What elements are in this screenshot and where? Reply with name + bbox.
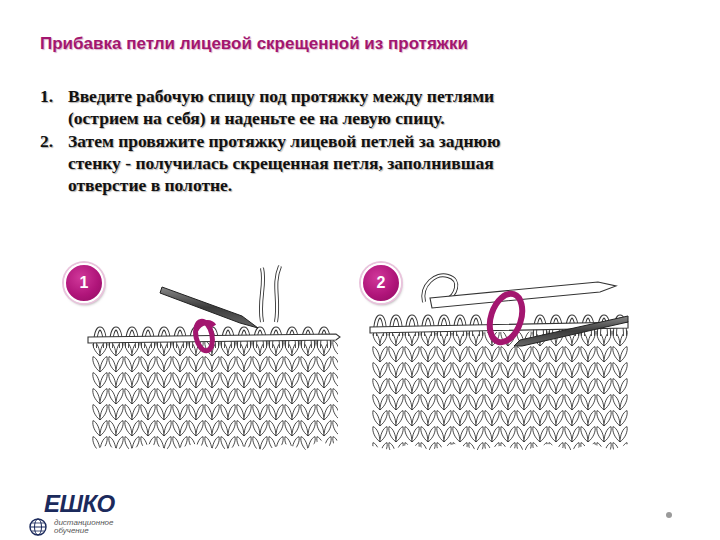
callout-number: 1 [80,274,89,292]
step-number: 1. [40,85,68,107]
panel-2-illustration [370,275,628,450]
callout-number: 2 [377,274,386,292]
step-text: Затем провяжите протяжку лицевой петлей … [68,130,548,196]
panel-1-illustration [88,266,340,450]
logo-globe [30,519,46,535]
slide-title: Прибавка петли лицевой скрещенной из про… [40,33,468,55]
step-text: Введите рабочую спицу под протяжку между… [68,85,548,129]
page-dot [666,512,672,518]
logo-subtitle: дистанционное обучение [54,519,110,535]
callout-circle: 2 [361,263,401,303]
logo-text: ЕШКО [44,492,115,516]
step-number: 2. [40,130,68,152]
callout-circle: 1 [64,263,104,303]
